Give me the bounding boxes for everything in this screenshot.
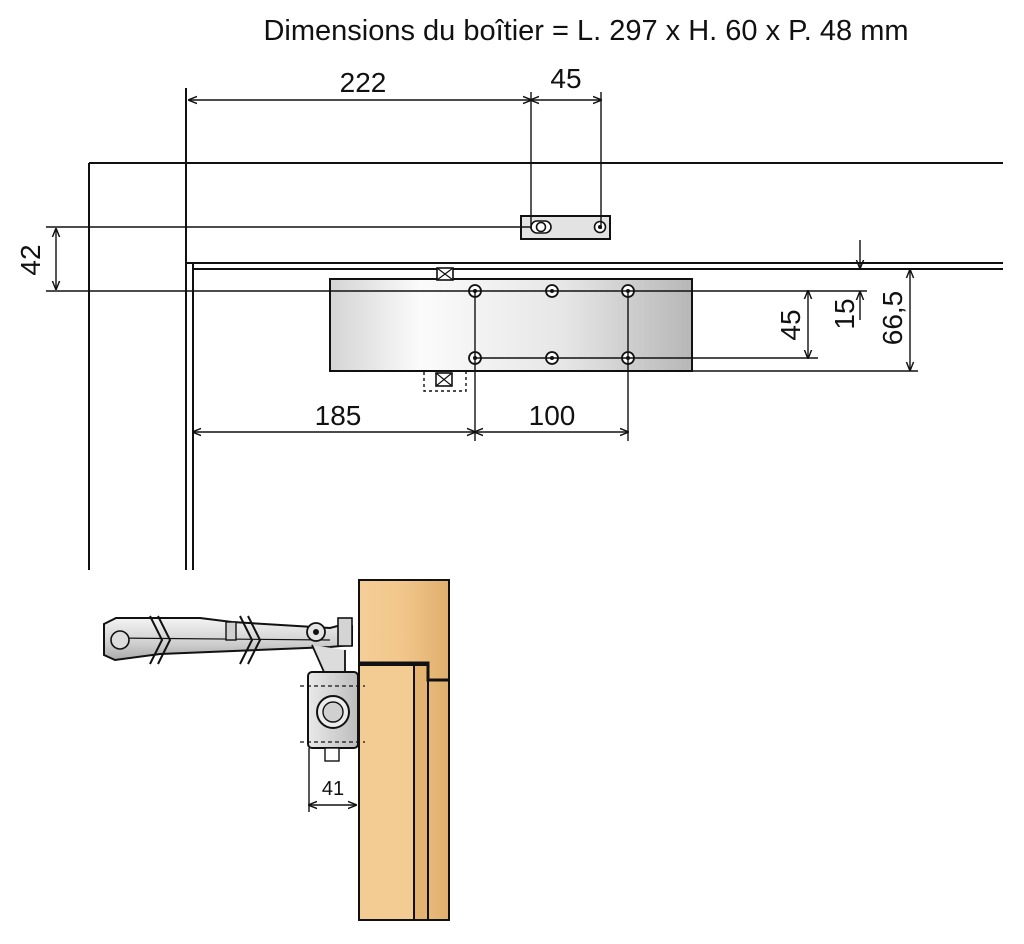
closer-arm: [103, 615, 353, 673]
dimension-lines: [56, 100, 910, 432]
dimension-41: [309, 748, 356, 812]
dimension-185-label: 185: [315, 400, 362, 431]
dimension-45-right-label: 45: [775, 309, 806, 340]
door-frame-side-view: [358, 579, 450, 921]
closer-body: [329, 267, 693, 392]
arm-bracket-plate: [520, 215, 611, 240]
dimension-45-top-label: 45: [550, 63, 581, 94]
dimension-42-label: 42: [15, 244, 46, 275]
dimension-66-5-label: 66,5: [877, 291, 908, 346]
diagram-title: Dimensions du boîtier = L. 297 x H. 60 x…: [263, 15, 908, 47]
dimension-222-label: 222: [340, 67, 387, 98]
frame-outline: [88, 88, 1003, 570]
closer-body-side-view: [300, 671, 365, 762]
dimension-100-label: 100: [529, 400, 576, 431]
dimension-41-label: 41: [322, 778, 344, 800]
extension-lines: [46, 92, 918, 441]
dimension-15-label: 15: [829, 298, 860, 329]
